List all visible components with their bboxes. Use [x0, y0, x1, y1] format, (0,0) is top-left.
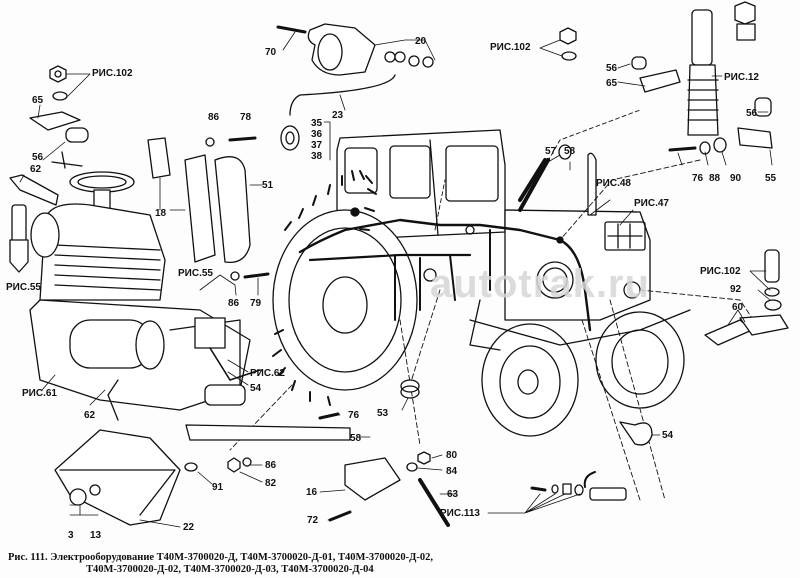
callout-18: 18	[155, 208, 167, 219]
leader-lines	[19, 31, 773, 528]
callout-62-bottom: 62	[84, 410, 96, 421]
callout-76-top: 76	[692, 173, 704, 184]
callout-54-left: 54	[250, 383, 262, 394]
callout-36: 36	[311, 129, 323, 140]
callout-ref-55-mid: РИС.55	[178, 268, 213, 279]
callout-ref-62: РИС.62	[250, 368, 285, 379]
callout-56-top: 56	[606, 63, 618, 74]
bottom-parts	[54, 379, 653, 527]
callout-79: 79	[250, 298, 262, 309]
callout-57: 57	[545, 146, 557, 157]
terminal-blocks	[147, 136, 270, 281]
callout-65: 65	[32, 95, 44, 106]
caption-line-1: Рис. 111. Электрооборудование Т40М-37000…	[8, 552, 433, 563]
callout-37: 37	[311, 140, 323, 151]
top-right-parts	[518, 1, 773, 202]
callout-82: 82	[265, 478, 277, 489]
right-bracket-parts	[704, 249, 789, 346]
callout-35: 35	[311, 118, 323, 129]
callout-ref-102-right: РИС.102	[700, 266, 741, 277]
tractor-body	[229, 109, 761, 501]
callout-22: 22	[183, 522, 195, 533]
callout-86: 86	[208, 112, 220, 123]
callout-65-top: 65	[606, 78, 618, 89]
callout-63: 63	[447, 489, 459, 500]
callout-38: 38	[311, 151, 323, 162]
callout-60: 60	[732, 302, 744, 313]
callout-76-mid: 76	[348, 410, 360, 421]
callout-ref-55: РИС.55	[6, 282, 41, 293]
callout-70: 70	[265, 47, 277, 58]
caption-line-2: Т40М-3700020-Д-02, Т40М-3700020-Д-03, Т4…	[86, 564, 374, 575]
callout-56-right: 56	[746, 108, 758, 119]
callout-ref-48: РИС.48	[596, 178, 631, 189]
callout-55: 55	[765, 173, 777, 184]
callout-56: 56	[32, 152, 44, 163]
callout-58-mid: 58	[350, 433, 362, 444]
figure-caption: Рис. 111. Электрооборудование Т40М-37000…	[8, 552, 788, 576]
callout-ref-61: РИС.61	[22, 388, 57, 399]
callout-53: 53	[377, 408, 389, 419]
callout-ref-12: РИС.12	[724, 72, 759, 83]
callout-62: 62	[30, 164, 42, 175]
callout-91: 91	[212, 482, 224, 493]
callout-51: 51	[262, 180, 274, 191]
callout-ref-102: РИС.102	[92, 68, 133, 79]
callout-ref-113: РИС.113	[440, 508, 480, 519]
callout-88: 88	[709, 173, 721, 184]
callout-23: 23	[332, 110, 344, 121]
callout-3: 3	[68, 530, 74, 541]
callout-ref-102-top: РИС.102	[490, 42, 531, 53]
callout-58-top: 58	[564, 146, 576, 157]
callout-90: 90	[730, 173, 742, 184]
callout-80: 80	[446, 450, 458, 461]
callout-86-mid: 86	[228, 298, 240, 309]
callout-84: 84	[446, 466, 458, 477]
callout-78: 78	[240, 112, 252, 123]
callout-13: 13	[90, 530, 102, 541]
starter-engine	[29, 171, 261, 421]
callout-ref-47: РИС.47	[634, 198, 669, 209]
nut-washer-parts	[9, 65, 89, 273]
callout-72: 72	[307, 515, 319, 526]
ground-wire-assembly	[276, 23, 434, 151]
callout-54-right: 54	[662, 430, 674, 441]
callout-20: 20	[415, 36, 427, 47]
callout-92: 92	[730, 284, 742, 295]
callout-16: 16	[306, 487, 318, 498]
callout-86-bottom: 86	[265, 460, 277, 471]
